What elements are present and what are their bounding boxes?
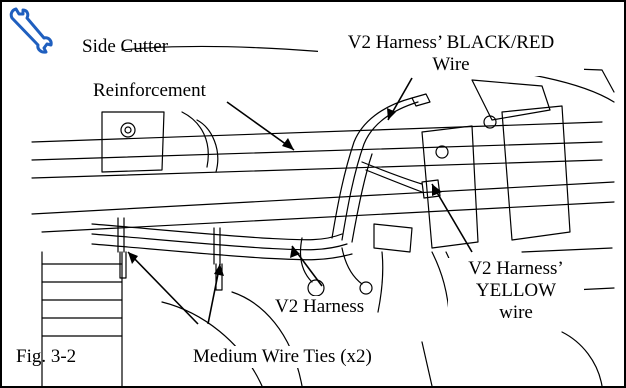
wire-ties-label: Medium Wire Ties (x2): [190, 346, 375, 368]
figure-number: Fig. 3-2: [16, 346, 77, 367]
black-red-wire-label-line1: V2 Harness’ BLACK/RED: [347, 32, 555, 53]
v2-harness-label: V2 Harness: [272, 296, 368, 318]
reinforcement-label: Reinforcement: [90, 80, 209, 102]
yellow-wire-label: V2 Harness’ YELLOW wire: [448, 258, 584, 324]
yellow-wire-label-line2: YELLOW: [475, 280, 557, 301]
black-red-wire-label-line2: Wire: [432, 54, 470, 75]
yellow-wire-label-line3: wire: [499, 302, 533, 323]
yellow-wire-label-line1: V2 Harness’: [468, 258, 564, 279]
wrench-icon: [9, 7, 53, 54]
black-red-wire-label: V2 Harness’ BLACK/RED Wire: [318, 32, 584, 76]
tool-name-label: Side Cutter: [82, 36, 169, 57]
